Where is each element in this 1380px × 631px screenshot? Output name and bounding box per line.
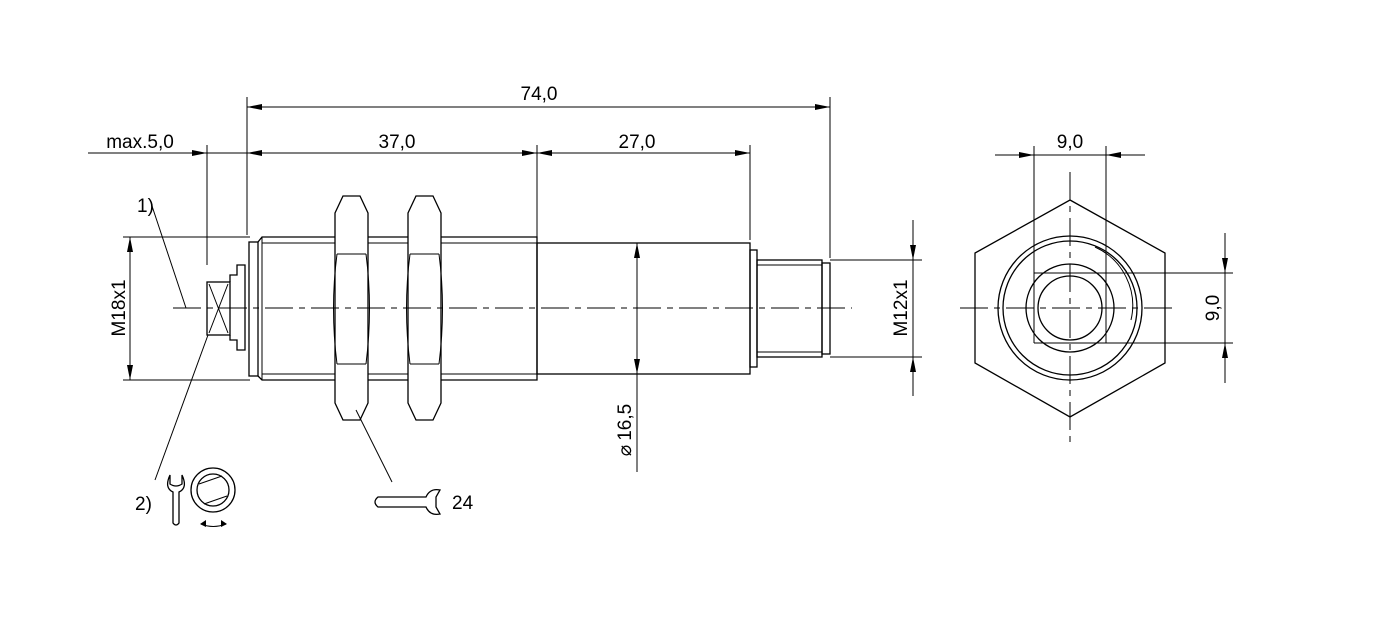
- dimension-lines: 74,0 max.5,0 37,0 27,0 M18x1 ⌀16,5 M12x1: [88, 84, 922, 472]
- wrench-icon: [166, 474, 186, 526]
- wrench-size-icon: [374, 489, 442, 515]
- dim-thread-length: 37,0: [379, 132, 416, 153]
- dim-overall-length: 74,0: [521, 84, 558, 105]
- end-view: 9,0 9,0: [960, 132, 1233, 445]
- dim-connector-thread: M12x1: [891, 279, 912, 336]
- dim-thread-size: M18x1: [109, 279, 130, 336]
- dim-body-diameter: ⌀16,5: [615, 404, 636, 456]
- side-view: [173, 195, 852, 421]
- dim-max-protrusion: max.5,0: [106, 132, 174, 153]
- nut-1: [333, 195, 370, 421]
- dim-slot-height: 9,0: [1203, 295, 1224, 321]
- annotations: 1) 2) 24: [135, 196, 474, 527]
- dim-body-length: 27,0: [619, 132, 656, 153]
- note-1-label: 1): [137, 196, 154, 217]
- wrench-size-label: 24: [452, 493, 474, 514]
- dim-slot-width: 9,0: [1057, 132, 1083, 153]
- adjustment-knob-icon: [190, 467, 236, 527]
- note-2-label: 2): [135, 494, 152, 515]
- flange: [248, 241, 259, 377]
